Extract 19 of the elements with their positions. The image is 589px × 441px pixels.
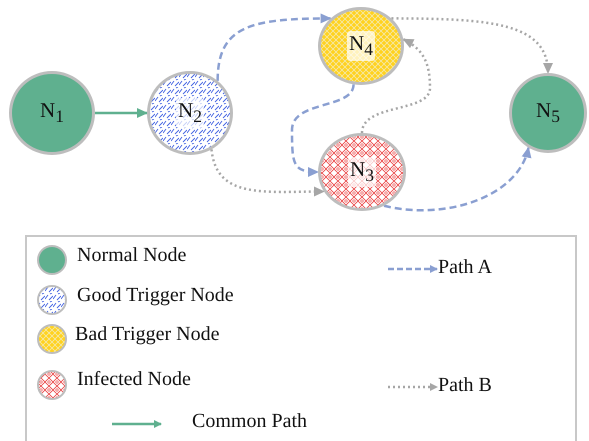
arrow (384, 146, 530, 212)
node-label: N$_{2}$ (176, 98, 204, 128)
legend-label: Path A (438, 256, 492, 279)
legend-label: Infected Node (77, 368, 191, 391)
legend-label: Normal Node (77, 244, 186, 267)
arrow (210, 149, 325, 197)
arrow (290, 84, 355, 177)
node-label: N$_{3}$ (348, 157, 376, 187)
node-label: N$_{5}$ (535, 98, 561, 128)
arrow (391, 17, 552, 74)
node-label: N$_{4}$ (347, 31, 375, 61)
arrow (216, 14, 332, 81)
legend-label: Bad Trigger Node (75, 323, 220, 346)
arrow (95, 108, 148, 118)
node-label: N$_{1}$ (39, 98, 65, 128)
legend-label: Good Trigger Node (77, 284, 234, 307)
arrow (360, 38, 432, 134)
legend-label: Path B (438, 374, 492, 397)
legend-label: Common Path (192, 410, 308, 433)
